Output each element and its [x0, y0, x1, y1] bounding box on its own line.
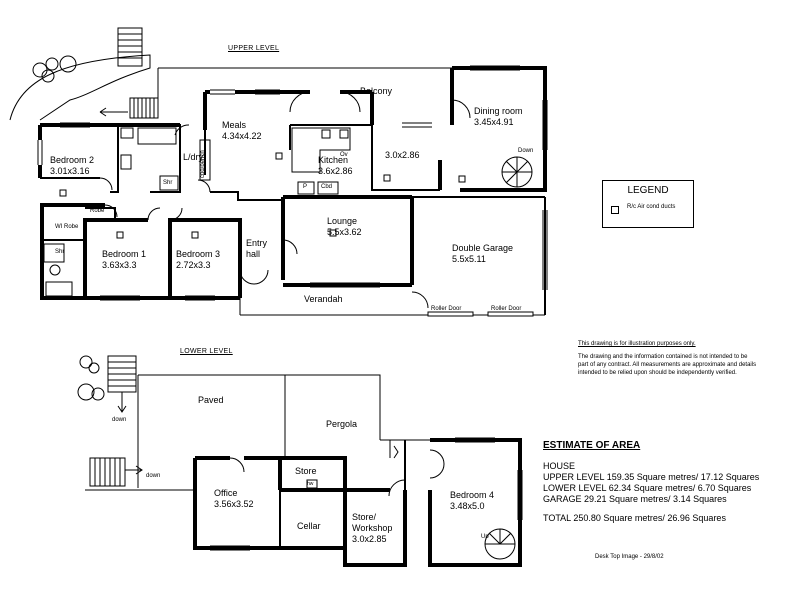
label-shower-2: Shr	[163, 180, 173, 186]
label-shower-1: Shr	[55, 249, 65, 255]
door-swings	[99, 91, 471, 309]
label-cupboard: Cbd	[321, 184, 333, 190]
room-store: Store	[295, 466, 317, 476]
estimate-house: HOUSE	[543, 461, 576, 471]
label-roller-door-2: Roller Door	[491, 306, 522, 312]
kitchen-benches	[291, 127, 351, 195]
label-pantry: P	[303, 184, 308, 190]
estimate-upper: UPPER LEVEL 159.35 Square metres/ 17.12 …	[543, 472, 760, 482]
legend-box: LEGEND R/c Air cond ducts	[602, 180, 694, 228]
disclaimer: This drawing is for illustration purpose…	[578, 340, 758, 382]
upper-level-plan	[9, 27, 548, 317]
label-wi-robe: WI Robe	[55, 224, 79, 230]
paved-outline	[85, 374, 430, 491]
door-swings	[229, 440, 445, 497]
credit: Desk Top Image - 29/8/02	[595, 554, 664, 560]
windows	[37, 65, 548, 301]
hot-water-unit	[306, 479, 318, 489]
area-estimate: ESTIMATE OF AREA HOUSE UPPER LEVEL 159.3…	[543, 440, 759, 524]
roller-doors	[427, 311, 534, 317]
shrub-icon	[77, 355, 105, 401]
balcony-outline	[157, 67, 452, 98]
arrow-left-icon	[99, 107, 128, 117]
label-down-lower-2: down	[146, 473, 161, 479]
label-hot-water: hw	[307, 481, 314, 487]
spiral-stair	[501, 156, 533, 188]
room-laundry: L/dry	[183, 152, 204, 162]
section-lower-level: LOWER LEVEL	[180, 348, 233, 355]
label-robe: Robe	[90, 208, 105, 214]
spiral-stair	[484, 528, 516, 560]
internal-walls	[40, 124, 546, 316]
legend-item: R/c Air cond ducts	[627, 204, 676, 210]
lower-level-plan	[77, 355, 523, 567]
label-up: Up	[481, 534, 489, 540]
room-verandah: Verandah	[304, 294, 343, 304]
internal-walls	[279, 440, 406, 548]
air-cond-ducts	[59, 152, 466, 239]
external-walls	[38, 66, 547, 300]
air-cond-duct-icon	[611, 206, 619, 214]
disclaimer-title: This drawing is for illustration purpose…	[578, 341, 696, 347]
garden-mound	[9, 54, 151, 121]
external-walls	[193, 438, 522, 567]
label-oven: Ov	[340, 152, 348, 158]
shrub-icon	[32, 55, 77, 83]
room-balcony: Balcony	[360, 86, 393, 96]
windows	[210, 437, 523, 551]
room-family: 3.0x2.86	[385, 150, 420, 160]
label-cbd-bench: cbd/bench	[200, 150, 206, 178]
upper-entry-stairs	[117, 27, 159, 119]
area-paved: Paved	[198, 395, 224, 405]
bathroom-fixtures	[43, 127, 211, 297]
room-cellar: Cellar	[297, 521, 321, 531]
estimate-garage: GARAGE 29.21 Square metres/ 3.14 Squares	[543, 494, 727, 504]
label-down-upper: Down	[518, 148, 534, 154]
section-upper-level: UPPER LEVEL	[228, 45, 280, 52]
disclaimer-body: The drawing and the information containe…	[578, 354, 757, 376]
area-pergola: Pergola	[326, 419, 358, 429]
estimate-total: TOTAL 250.80 Square metres/ 26.96 Square…	[543, 513, 726, 523]
legend-title: LEGEND	[627, 185, 669, 196]
room-entry-hall: Entry hall	[246, 238, 268, 259]
estimate-lower: LOWER LEVEL 62.34 Square metres/ 6.70 Sq…	[543, 483, 752, 493]
estimate-title: ESTIMATE OF AREA	[543, 440, 641, 451]
label-roller-door-1: Roller Door	[431, 306, 462, 312]
label-down-lower-1: down	[112, 417, 127, 423]
